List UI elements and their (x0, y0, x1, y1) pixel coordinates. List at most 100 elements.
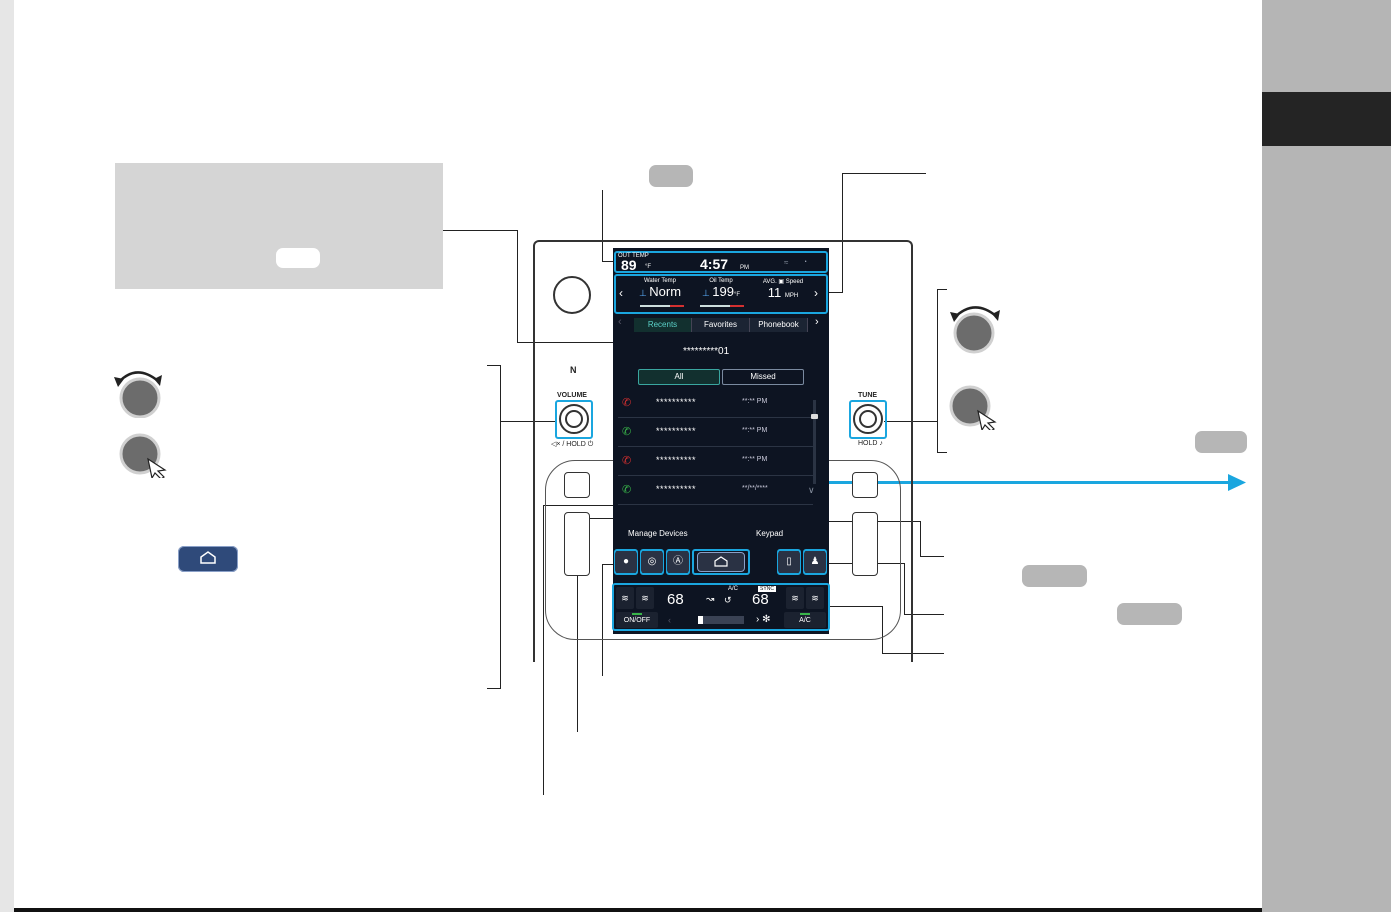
leader-line (602, 261, 616, 262)
right-bracket-cap (937, 289, 947, 290)
list-item[interactable]: ✆ ********** **:** PM (618, 418, 813, 447)
page-bottom-rule (14, 908, 1262, 912)
defrost-icon[interactable]: ◎ (641, 551, 663, 573)
seat-heater-icon[interactable]: ≋ (636, 587, 654, 609)
sync-badge: SYNC (758, 586, 776, 592)
manage-devices-button[interactable]: Manage Devices (628, 529, 688, 538)
head-unit-bezel (533, 240, 913, 662)
gauge-value: ⊥ Norm (632, 284, 688, 299)
left-bracket (500, 365, 501, 689)
tune-knob-highlight (849, 400, 887, 439)
tune-knob[interactable] (853, 404, 883, 434)
bluetooth-icon: ᛫ (803, 257, 809, 267)
left-bracket-cap (487, 688, 501, 689)
right-side-button[interactable] (852, 472, 878, 498)
right-temp[interactable]: 68 (752, 591, 769, 608)
volume-knob[interactable] (559, 404, 589, 434)
home-icon (200, 551, 216, 564)
seat-heater-icon[interactable]: ≋ (616, 587, 634, 609)
outgoing-call-icon: ✆ (622, 484, 632, 496)
call-time: **:** PM (742, 456, 768, 463)
missed-call-icon: ✆ (622, 397, 632, 409)
gauge-bar (640, 305, 680, 307)
rotate-knob-hint-icon (950, 306, 1000, 354)
tab-favorites[interactable]: Favorites (692, 318, 750, 332)
climate-on-off-button[interactable]: ON/OFF (616, 612, 658, 628)
climate-ac-button[interactable]: A/C (784, 612, 826, 628)
wifi-icon: ≈ (784, 258, 789, 267)
oil-temp-gauge: Oil Temp ⊥ 199°F (692, 278, 750, 299)
volume-knob-highlight (555, 400, 593, 439)
left-temp[interactable]: 68 (667, 591, 684, 608)
seat-heater-icon[interactable]: ≋ (806, 587, 824, 609)
fan-level-bar (698, 616, 744, 624)
gauge-unit: MPH (784, 293, 799, 299)
keypad-button[interactable]: Keypad (756, 529, 784, 538)
leader-line (443, 230, 517, 231)
recirculation-icon[interactable]: ↺ (724, 595, 732, 605)
volume-sublabel: ◁× / HOLD ⏻ (551, 441, 594, 448)
airflow-icon[interactable]: ↝ (706, 594, 715, 605)
gauge-bar (700, 305, 740, 307)
thermometer-icon: ⊥ (638, 288, 650, 298)
leader-line (826, 292, 842, 293)
out-temp-label: OUT TEMP (618, 253, 649, 259)
scrollbar[interactable] (813, 400, 816, 484)
call-name: ********** (656, 426, 697, 436)
gauge-value: 11 MPH (754, 285, 812, 300)
ac-button-label: A/C (799, 617, 811, 624)
x-mode-icon[interactable]: ● (615, 551, 637, 573)
scrollbar-thumb[interactable] (811, 414, 818, 419)
gauges-next-icon[interactable]: › (814, 286, 818, 300)
reference-badge (649, 165, 693, 187)
fan-down-icon[interactable]: ‹ (668, 615, 671, 625)
left-side-button[interactable] (564, 512, 590, 576)
filter-missed[interactable]: Missed (722, 369, 804, 385)
home-button-illustration (178, 546, 238, 572)
clock-suffix: PM (740, 265, 749, 271)
home-highlight (692, 549, 750, 575)
phone-projection-icon[interactable]: ▯ (778, 551, 800, 573)
on-off-label: ON/OFF (623, 617, 651, 624)
home-button[interactable] (697, 552, 745, 572)
auto-icon[interactable]: Ⓐ (667, 551, 689, 573)
leader-line (577, 518, 578, 732)
left-side-button[interactable] (564, 472, 590, 498)
hazard-button[interactable] (553, 276, 591, 314)
list-item[interactable]: ✆ ********** **:** PM (618, 447, 813, 476)
filter-all[interactable]: All (638, 369, 720, 385)
gauge-value-text: Norm (649, 284, 682, 299)
outgoing-call-icon: ✆ (622, 426, 632, 438)
page-left-margin (0, 0, 14, 912)
left-bracket-cap (487, 365, 501, 366)
call-name: ********** (656, 397, 697, 407)
tab-phonebook[interactable]: Phonebook (750, 318, 808, 332)
right-side-button[interactable] (852, 512, 878, 576)
leader-line (829, 606, 882, 607)
ac-indicator (800, 613, 810, 615)
list-item[interactable]: ✆ ********** **/**/**** (618, 476, 813, 505)
leader-line (517, 230, 518, 343)
gauge-value: ⊥ 199°F (692, 284, 750, 299)
seat-heater-icon[interactable]: ≋ (786, 587, 804, 609)
chapter-index-tab (1262, 92, 1391, 146)
climate-highlight (612, 583, 830, 631)
fan-up-icon[interactable]: › ✻ (756, 614, 771, 625)
press-knob-hint-icon (119, 433, 167, 478)
profile-icon[interactable]: ♟ (804, 551, 826, 573)
tab-recents[interactable]: Recents (634, 318, 692, 332)
reference-badge (1195, 431, 1247, 453)
home-arrow-shaft (718, 481, 1232, 484)
tabs-next-icon[interactable]: › (815, 316, 819, 328)
out-temp-value: 89 (621, 257, 637, 273)
gauges-prev-icon[interactable]: ‹ (619, 286, 623, 300)
tabs-prev-icon[interactable]: ‹ (618, 316, 622, 328)
right-bracket-cap (937, 452, 947, 453)
on-indicator (632, 613, 642, 615)
list-item[interactable]: ✆ ********** **:** PM (618, 389, 813, 418)
leader-line (904, 563, 905, 615)
gauge-bar-red (670, 305, 684, 307)
leader-line (500, 421, 556, 422)
leader-line (904, 614, 944, 615)
scroll-down-icon[interactable]: ∨ (808, 485, 815, 495)
